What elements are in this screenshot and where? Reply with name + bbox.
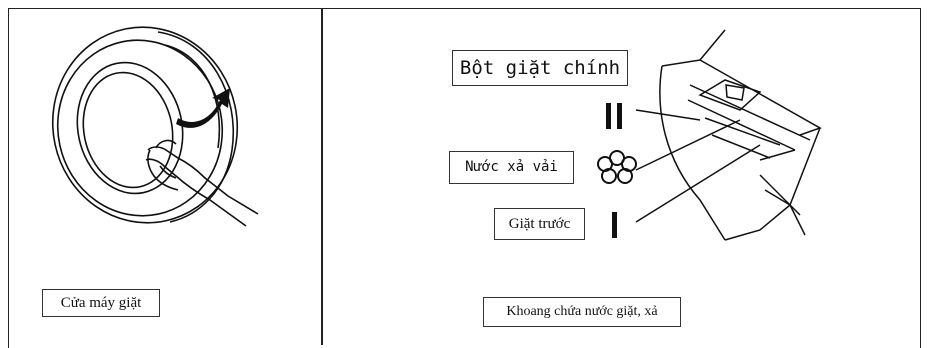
prewash-symbol <box>612 212 617 238</box>
flower-icon <box>597 150 637 184</box>
compartment-label: Khoang chứa nước giặt, xả <box>483 297 681 327</box>
figure-frame <box>8 8 921 348</box>
prewash-label: Giặt trước <box>494 208 585 240</box>
panel-divider <box>321 8 323 345</box>
open-arrow-icon <box>176 88 230 128</box>
softener-label: Nước xả vải <box>449 151 574 184</box>
door-label: Cửa máy giặt <box>42 289 160 317</box>
door-illustration <box>51 26 259 227</box>
main-detergent-label: Bột giặt chính <box>452 50 628 86</box>
main-wash-symbol <box>606 103 622 129</box>
